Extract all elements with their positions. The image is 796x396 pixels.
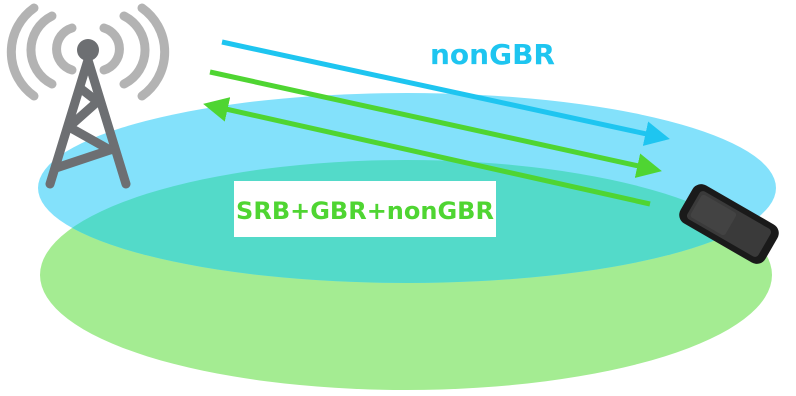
srb-label-box xyxy=(234,181,496,237)
srb-gbr-nongbr-label: SRB+GBR+nonGBR xyxy=(236,197,494,225)
smartphone-icon xyxy=(679,184,779,264)
nongbr-downlink-arrow xyxy=(221,39,670,146)
green-downlink-arrow xyxy=(209,69,662,178)
signal-waves-icon xyxy=(6,3,170,101)
cell-tower-icon xyxy=(45,39,131,189)
nongbr-label: nonGBR xyxy=(430,38,555,71)
green-uplink-arrow xyxy=(203,97,651,207)
coverage-area-overlap xyxy=(40,160,772,283)
